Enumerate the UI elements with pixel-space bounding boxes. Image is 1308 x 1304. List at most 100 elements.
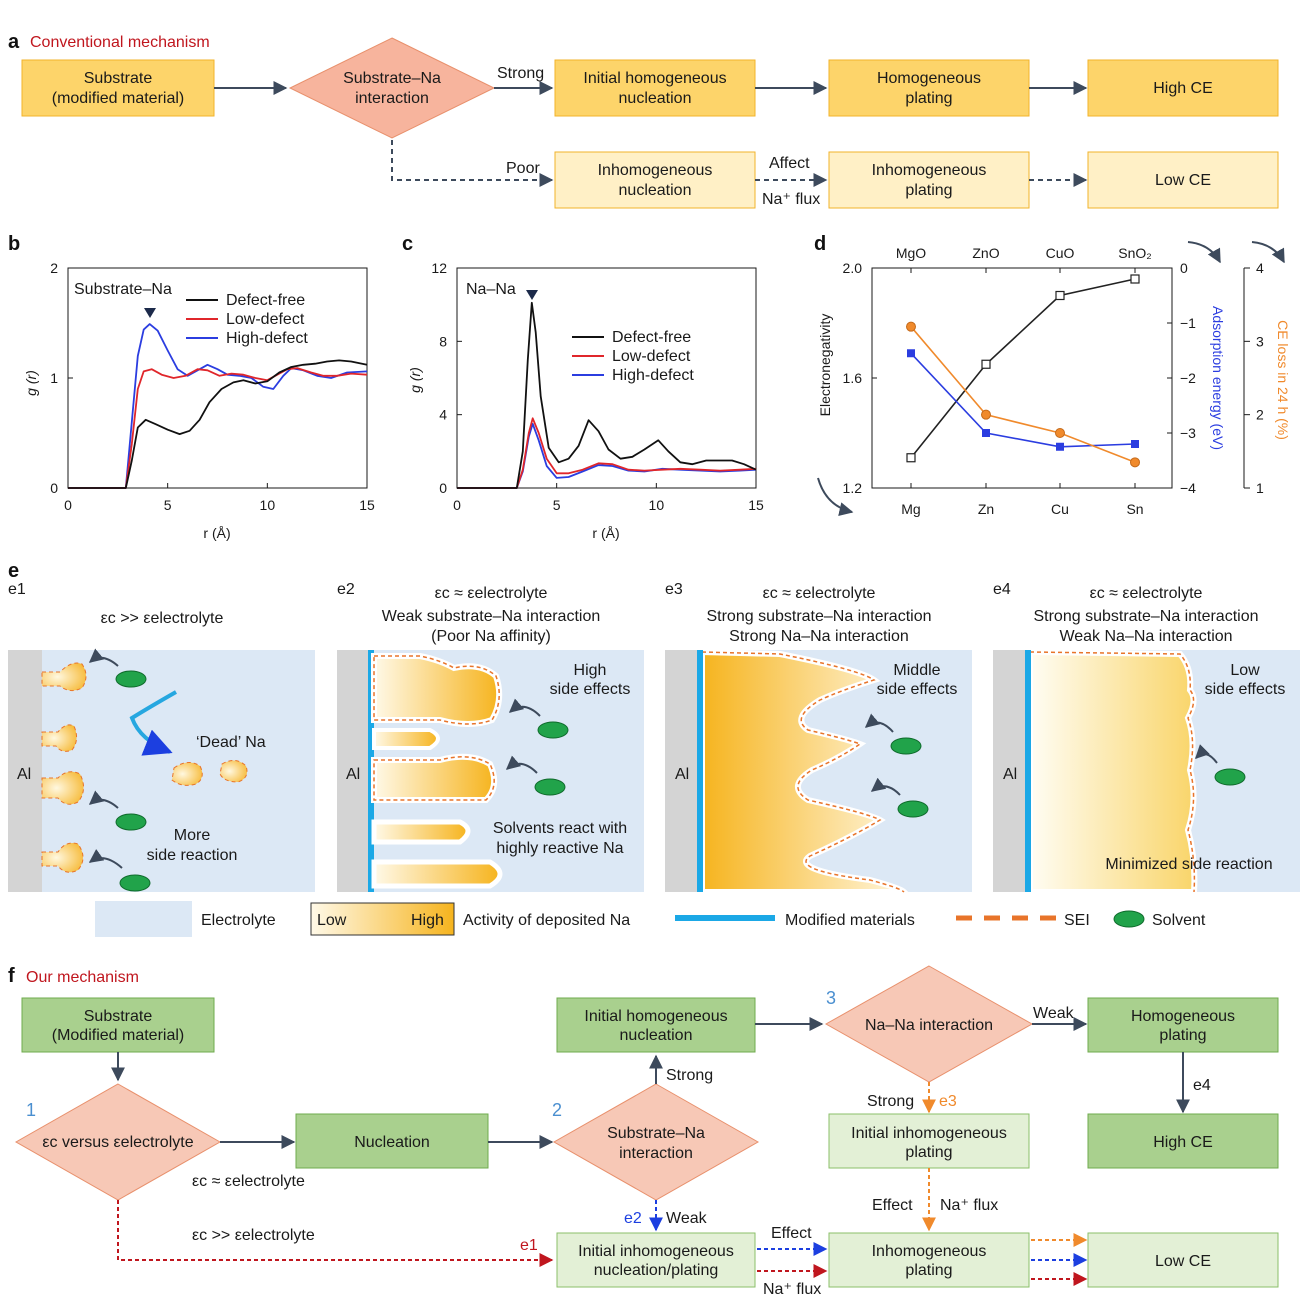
x-tick-label: 10 (649, 497, 665, 513)
d-marker (981, 359, 991, 369)
d-series-line-1 (910, 352, 1136, 448)
panel-d-ylabel-right2: CE loss in 24 h (%) (1275, 320, 1291, 440)
d-right1-tick-label: −2 (1180, 370, 1196, 386)
legend-activity-label: Activity of deposited Na (463, 912, 630, 929)
e2-al-foil (337, 650, 369, 892)
e2-high-1: High (574, 662, 607, 679)
d-top-label: MgO (896, 245, 926, 261)
panel-f-letter: f (8, 965, 15, 987)
e3-id: e3 (665, 581, 683, 598)
e1-id: e1 (8, 581, 26, 598)
e4-sei (1029, 651, 1196, 893)
e2-dendrite-thin (372, 728, 440, 750)
f-low-ce-text: Low CE (1155, 1253, 1211, 1270)
d-marker (1130, 457, 1140, 468)
f-inhom-plating-box (828, 1232, 1030, 1288)
hom-nucleation-box (554, 59, 756, 117)
substrate-text-1: Substrate (84, 70, 153, 87)
d-bottom-label: Cu (1051, 501, 1069, 517)
e3-modified-layer (697, 650, 703, 892)
series-line-defect-free (457, 301, 757, 489)
f-weak-label: Weak (666, 1210, 708, 1227)
e4-id: e4 (993, 581, 1011, 598)
legend-activity-gradient (310, 902, 455, 936)
na-flux-label: Na⁺ flux (762, 191, 820, 208)
panel-a-title: Conventional mechanism (30, 34, 210, 51)
inhom-plating-box (828, 151, 1030, 209)
series-line-defect-free (68, 359, 368, 489)
d-marker (1131, 440, 1139, 448)
d-curved-arrow-left (817, 477, 854, 516)
e4-modified-layer (1025, 650, 1031, 892)
d-bottom-label: Sn (1126, 501, 1143, 517)
e2-dendrite-small (371, 819, 471, 845)
panel-c-letter: c (402, 233, 413, 255)
e1-eq: εc >> εelectrolyte (101, 610, 224, 627)
inhom-plat-text-2: plating (905, 182, 952, 199)
d-right1-tick-label: −4 (1180, 480, 1196, 496)
hom-nuc-text-1: Initial homogeneous (583, 70, 726, 87)
f-high-ce-text: High CE (1153, 1134, 1213, 1151)
f-diamond-3-text: Na–Na interaction (865, 1017, 993, 1034)
strong-label: Strong (497, 65, 544, 82)
legend-sei-label: SEI (1064, 912, 1090, 929)
e1-scene: e1 εc >> εelectrolyte Al ‘Dead’ Na More … (8, 581, 315, 892)
f-inhom-plat-top-text-2: plating (905, 1144, 952, 1161)
e1-more-1: More (174, 827, 211, 844)
f-hom-plat-text-2: plating (1159, 1027, 1206, 1044)
f-step-1: 1 (26, 1100, 36, 1120)
y-tick-label: 8 (439, 333, 447, 349)
legend-modified-swatch (675, 915, 775, 921)
interaction-diamond (288, 37, 496, 139)
f-effect-v: Effect (872, 1197, 913, 1214)
solvent-icon (115, 813, 147, 831)
d-right1-tick-label: −3 (1180, 425, 1196, 441)
e1-solvent-arrow-2 (88, 790, 119, 809)
e2-id: e2 (337, 581, 355, 598)
e4-solvent-arrow (1195, 744, 1218, 764)
f-diamond-2-text-2: interaction (619, 1145, 693, 1162)
f-hom-nuc-text-2: nucleation (620, 1027, 693, 1044)
f-e4-label: e4 (1193, 1077, 1211, 1094)
d-top-label: ZnO (972, 245, 999, 261)
hom-nuc-text-2: nucleation (619, 90, 692, 107)
low-ce-box (1087, 151, 1279, 209)
d-right2-tick-label: 3 (1256, 333, 1264, 349)
legend-label-low-defect: Low-defect (612, 348, 691, 365)
peak-marker-b (144, 308, 156, 318)
d-marker (906, 321, 916, 332)
d-top-label: CuO (1046, 245, 1075, 261)
e1-more-2: side reaction (147, 847, 238, 864)
d-right2-tick-label: 4 (1256, 260, 1264, 276)
panel-c-annotation: Na–Na (466, 281, 516, 298)
dead-na-1 (171, 762, 203, 786)
d-right1-tick-label: 0 (1180, 260, 1188, 276)
x-tick-label: 5 (164, 497, 172, 513)
legend-solvent-icon (1113, 910, 1145, 928)
panel-a: a Conventional mechanism Substrate (modi… (8, 31, 1279, 209)
inhom-nucleation-box (554, 151, 756, 209)
e4-minimized: Minimized side reaction (1105, 856, 1272, 873)
e1-solvent-arrow-1 (88, 648, 119, 667)
e2-solvent-arrow-2 (505, 755, 538, 774)
f-diamond-2-text-1: Substrate–Na (607, 1125, 705, 1142)
series-line-low-defect (457, 417, 757, 489)
e3-solvent-arrow-1 (864, 713, 894, 733)
f-diamond-2 (552, 1083, 760, 1201)
y-tick-label: 0 (50, 480, 58, 496)
e2-dendrite-big-sei (373, 655, 500, 725)
x-tick-label: 0 (453, 497, 461, 513)
y-tick-label: 2 (50, 260, 58, 276)
f-hom-plat-text-1: Homogeneous (1131, 1008, 1235, 1025)
peak-marker-c (526, 290, 538, 300)
d-curved-arrow-mid (1187, 241, 1221, 264)
d-marker (981, 409, 991, 420)
d-marker (982, 429, 990, 437)
f-inhom-plating-top-box (828, 1113, 1030, 1169)
panel-d-letter: d (814, 233, 826, 255)
substrate-box (21, 59, 215, 117)
d-series-line-0 (910, 278, 1136, 459)
f-effect-h: Effect (771, 1225, 812, 1242)
